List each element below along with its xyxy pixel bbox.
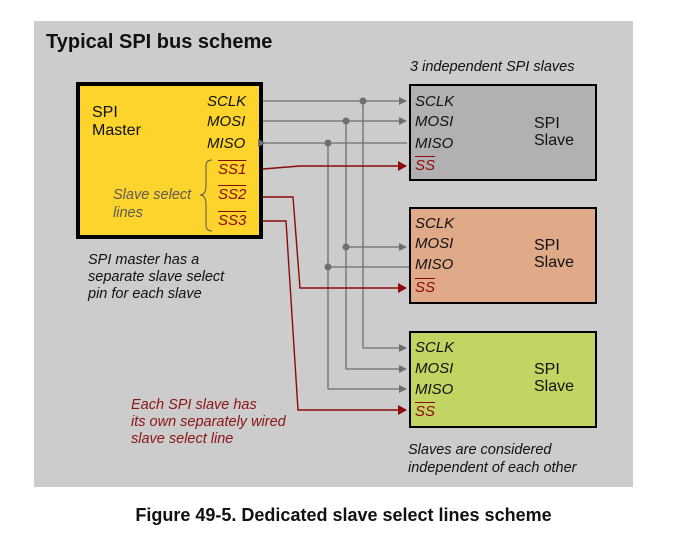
brace-label-line2: lines — [113, 205, 143, 221]
ss2-wire — [263, 196, 407, 293]
master-pin-ss2: SS2 — [218, 186, 247, 203]
master-note-line3: pin for each slave — [88, 286, 202, 302]
ss-note-line2: its own separately wired — [131, 414, 286, 430]
master-note-line2: separate slave select — [88, 269, 225, 285]
slave1-name-line2: Slave — [534, 132, 575, 149]
spi-slave-2-box — [409, 207, 597, 304]
diagram-title: Typical SPI bus scheme — [46, 31, 273, 53]
junction-miso-slave2 — [324, 263, 332, 271]
master-name-line2: Master — [92, 122, 141, 139]
slave3-name-line2: Slave — [534, 378, 575, 395]
slave-select-brace — [199, 159, 213, 232]
slave3-name-line1: SPI — [534, 361, 560, 378]
slave1-pin-miso: MISO — [415, 135, 454, 152]
slaves-note-line2: independent of each other — [408, 460, 577, 476]
slave1-pin-mosi: MOSI — [415, 113, 454, 130]
ss3-wire — [263, 220, 407, 415]
ss1-wire — [262, 161, 407, 171]
junction-mosi — [342, 117, 350, 125]
master-pin-sclk: SCLK — [207, 93, 247, 110]
spi-master-box — [76, 82, 263, 239]
master-pin-miso: MISO — [207, 135, 246, 152]
junction-miso — [324, 139, 332, 147]
slave3-pin-miso: MISO — [415, 381, 454, 398]
slave2-name-line2: Slave — [534, 254, 575, 271]
slave2-pin-sclk: SCLK — [415, 215, 455, 232]
slave1-name-line1: SPI — [534, 115, 560, 132]
master-pin-ss1: SS1 — [218, 161, 247, 178]
figure-caption: Figure 49-5. Dedicated slave select line… — [135, 505, 552, 525]
slave2-pin-ss: SS — [415, 279, 436, 296]
slave3-pin-sclk: SCLK — [415, 339, 455, 356]
slave2-pin-mosi: MOSI — [415, 235, 454, 252]
slave2-name-line1: SPI — [534, 237, 560, 254]
slaves-subtitle: 3 independent SPI slaves — [410, 59, 575, 75]
brace-label-line1: Slave select — [113, 187, 192, 203]
slave2-pin-miso: MISO — [415, 256, 454, 273]
master-pin-mosi: MOSI — [207, 113, 246, 130]
junction-sclk — [359, 97, 367, 105]
spi-slave-3-box — [409, 331, 597, 428]
master-name-line1: SPI — [92, 104, 118, 121]
spi-slave-1-box — [409, 84, 597, 181]
junction-mosi-slave2 — [342, 243, 350, 251]
slave1-pin-ss: SS — [415, 157, 436, 174]
slave1-pin-sclk: SCLK — [415, 93, 455, 110]
ss-note-line1: Each SPI slave has — [131, 397, 257, 413]
slave3-pin-mosi: MOSI — [415, 360, 454, 377]
master-pin-ss3: SS3 — [218, 212, 247, 229]
slaves-note-line1: Slaves are considered — [408, 442, 552, 458]
slave3-pin-ss: SS — [415, 403, 436, 420]
master-note-line1: SPI master has a — [88, 252, 200, 268]
ss-note-line3: slave select line — [131, 431, 234, 447]
